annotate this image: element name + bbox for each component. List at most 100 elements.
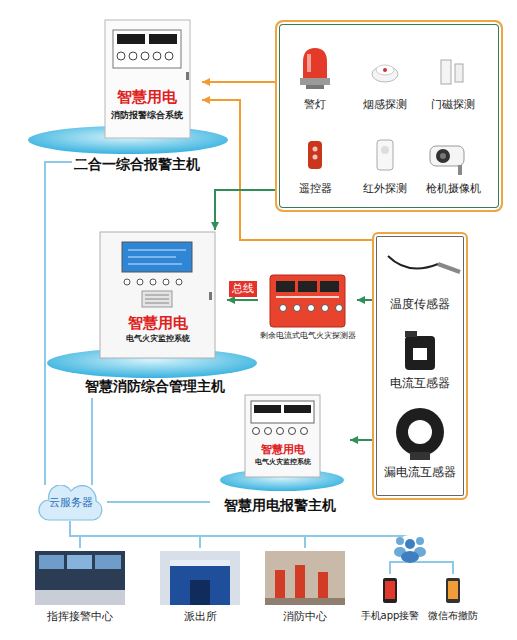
people-icon	[416, 537, 424, 545]
smoke-detector-icon	[383, 68, 387, 72]
detector-device	[270, 275, 345, 327]
fire-center-photo	[295, 565, 305, 600]
node-text: 手机app接警	[358, 610, 422, 622]
leakage-transformer-icon	[396, 408, 444, 460]
management-host-device	[122, 242, 192, 272]
node-text: 温度传感器	[376, 297, 464, 311]
fire-center-photo	[265, 551, 345, 605]
phone-app-icon	[385, 581, 395, 599]
host-device: 智慧用电电气火灾监控系统智慧消防综合管理主机	[82, 230, 227, 398]
sensor-item: 电流互感器	[376, 326, 464, 396]
node-text: 遥控器	[282, 182, 348, 195]
connector	[202, 81, 275, 83]
node-text: 智慧用电	[107, 88, 187, 106]
power-alarm-device	[265, 428, 272, 435]
node-text: 消防中心	[260, 610, 350, 623]
node-text: 电气火灾监控系统	[248, 459, 318, 467]
node-text: 电流互感器	[376, 376, 464, 390]
management-host-device	[163, 279, 169, 285]
node-text: 烟感探测	[352, 98, 418, 111]
infrared-sensor-icon	[381, 146, 389, 154]
power-alarm-device	[277, 428, 284, 435]
host-device: 智慧用电消防报警综合系统二合一综合报警主机	[72, 18, 202, 176]
bullet-camera-icon	[430, 146, 464, 175]
power-alarm-device	[245, 395, 320, 477]
device-item: 门磁探测	[420, 42, 486, 114]
alarm-host-device	[117, 52, 125, 60]
node-text: 枪机摄像机	[420, 182, 486, 195]
door-sensor-icon	[455, 64, 463, 82]
leakage-transformer-icon	[408, 420, 432, 444]
alarm-host-device	[186, 72, 189, 80]
alarm-host-device	[141, 52, 149, 60]
detector-device	[322, 305, 329, 312]
host-device: 智慧用电电气火灾监控系统智慧用电报警主机	[210, 393, 350, 518]
connector	[70, 521, 200, 548]
node-text: 剩余电流式电气火灾探测器	[258, 331, 357, 340]
device-item: 红外探测	[352, 128, 418, 200]
node-text: 门磁探测	[420, 98, 486, 111]
power-alarm-device	[289, 428, 296, 435]
alarm-host-device	[149, 34, 177, 44]
node-text: 微信布撤防	[422, 610, 484, 622]
fire-center-photo	[275, 570, 285, 600]
remote-control-icon	[308, 141, 322, 169]
detector-device	[320, 281, 339, 292]
people-icon	[414, 547, 426, 557]
power-alarm-device	[253, 428, 260, 435]
command-center-photo	[35, 551, 125, 605]
receiver-node: 消防中心	[260, 548, 350, 628]
command-center-photo	[39, 555, 64, 569]
receiver-node: 派出所	[155, 548, 245, 628]
people-icon	[401, 551, 419, 563]
cloud-node: 云服务器	[35, 485, 107, 521]
power-alarm-device	[284, 405, 311, 413]
device-item: 遥控器	[282, 128, 348, 200]
remote-control-icon	[308, 141, 322, 169]
power-alarm-device	[254, 405, 281, 413]
bullet-camera-icon	[440, 153, 446, 159]
temperature-sensor-icon	[388, 256, 460, 272]
command-center-photo	[35, 551, 125, 605]
management-host-device	[145, 303, 169, 304]
people-icon	[396, 537, 404, 545]
detector-device	[298, 281, 317, 292]
node-text: 智慧用电	[110, 314, 205, 332]
management-host-device	[137, 279, 143, 285]
current-transformer-icon	[413, 348, 427, 360]
police-station-photo	[170, 560, 230, 566]
alarm-host-device	[105, 20, 190, 138]
management-host-device	[128, 257, 176, 258]
command-center-photo	[95, 555, 121, 569]
wechat-phone-icon	[446, 578, 460, 603]
detector-device	[336, 305, 343, 312]
connector	[70, 521, 80, 548]
connector	[227, 299, 258, 301]
connector	[70, 521, 453, 574]
smoke-detector-icon	[372, 65, 398, 82]
receiver-node: 指挥接警中心	[30, 548, 130, 628]
connector	[107, 501, 210, 503]
node-text: 电气火灾监控系统	[105, 334, 210, 344]
connector	[70, 521, 410, 574]
node-text: 消防报警综合系统	[102, 110, 192, 121]
detector-device	[294, 305, 301, 312]
edge-label: 总线	[229, 281, 257, 297]
detector-device	[270, 275, 345, 327]
warning-light-icon	[307, 54, 311, 72]
connector	[215, 190, 275, 230]
sensor-item: 温度传感器	[376, 240, 464, 318]
alarm-host-device	[129, 52, 137, 60]
management-host-device	[145, 295, 169, 296]
connector	[91, 398, 93, 485]
detector-device: 剩余电流式电气火灾探测器	[258, 273, 357, 345]
detector-device	[308, 305, 315, 312]
temperature-sensor-icon	[388, 256, 438, 269]
management-host-device	[128, 264, 182, 265]
management-host-device	[100, 232, 215, 358]
receiver-node: 手机app接警	[358, 574, 422, 628]
